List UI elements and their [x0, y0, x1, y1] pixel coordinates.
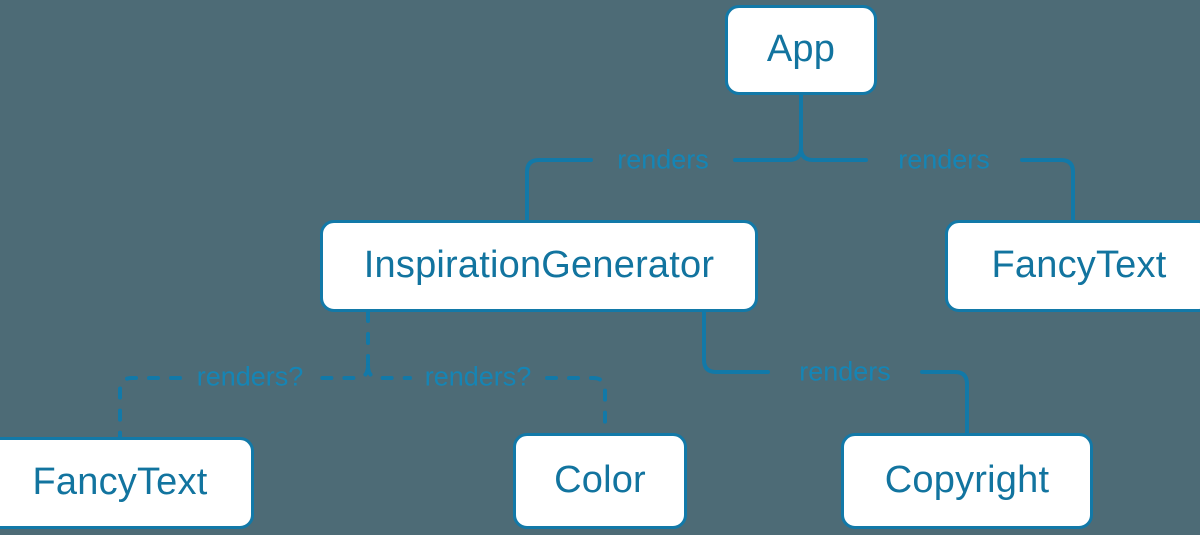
- node-inspiration-generator[interactable]: InspirationGenerator: [320, 220, 758, 312]
- node-copyright-label: Copyright: [884, 458, 1050, 501]
- edge-label-inspiration-to-copyright: renders: [799, 356, 891, 387]
- node-app-label: App: [766, 27, 836, 70]
- node-color[interactable]: Color: [513, 433, 687, 529]
- edge-inspiration-to-color-lower: [545, 376, 607, 435]
- node-inspiration-generator-label: InspirationGenerator: [363, 243, 715, 286]
- edge-app-to-inspiration-lower: [525, 158, 593, 222]
- node-copyright[interactable]: Copyright: [841, 433, 1093, 529]
- edge-inspiration-to-copyright-lower: [920, 370, 969, 435]
- edge-inspiration-to-fancytext-left-upper: [318, 364, 370, 380]
- edge-inspiration-to-copyright-upper: [702, 310, 770, 374]
- edge-label-app-to-inspiration: renders: [617, 144, 709, 175]
- node-fancytext-right[interactable]: FancyText: [945, 220, 1200, 312]
- edge-inspiration-to-color-upper: [366, 364, 412, 380]
- edge-label-inspiration-to-color: renders?: [424, 361, 532, 392]
- node-fancytext-left[interactable]: FancyText: [0, 437, 254, 529]
- edge-app-to-fancytext-upper: [799, 93, 868, 162]
- edge-label-app-to-fancytext: renders: [898, 144, 990, 175]
- edge-app-to-inspiration-upper: [733, 93, 803, 162]
- edge-inspiration-to-fancytext-left-lower: [118, 376, 182, 439]
- node-color-label: Color: [554, 458, 646, 501]
- node-fancytext-left-label: FancyText: [32, 460, 208, 503]
- edge-app-to-fancytext-lower: [1020, 158, 1075, 222]
- node-fancytext-right-label: FancyText: [991, 243, 1167, 286]
- edge-label-inspiration-to-fancytext-left: renders?: [196, 361, 304, 392]
- node-app[interactable]: App: [725, 5, 877, 95]
